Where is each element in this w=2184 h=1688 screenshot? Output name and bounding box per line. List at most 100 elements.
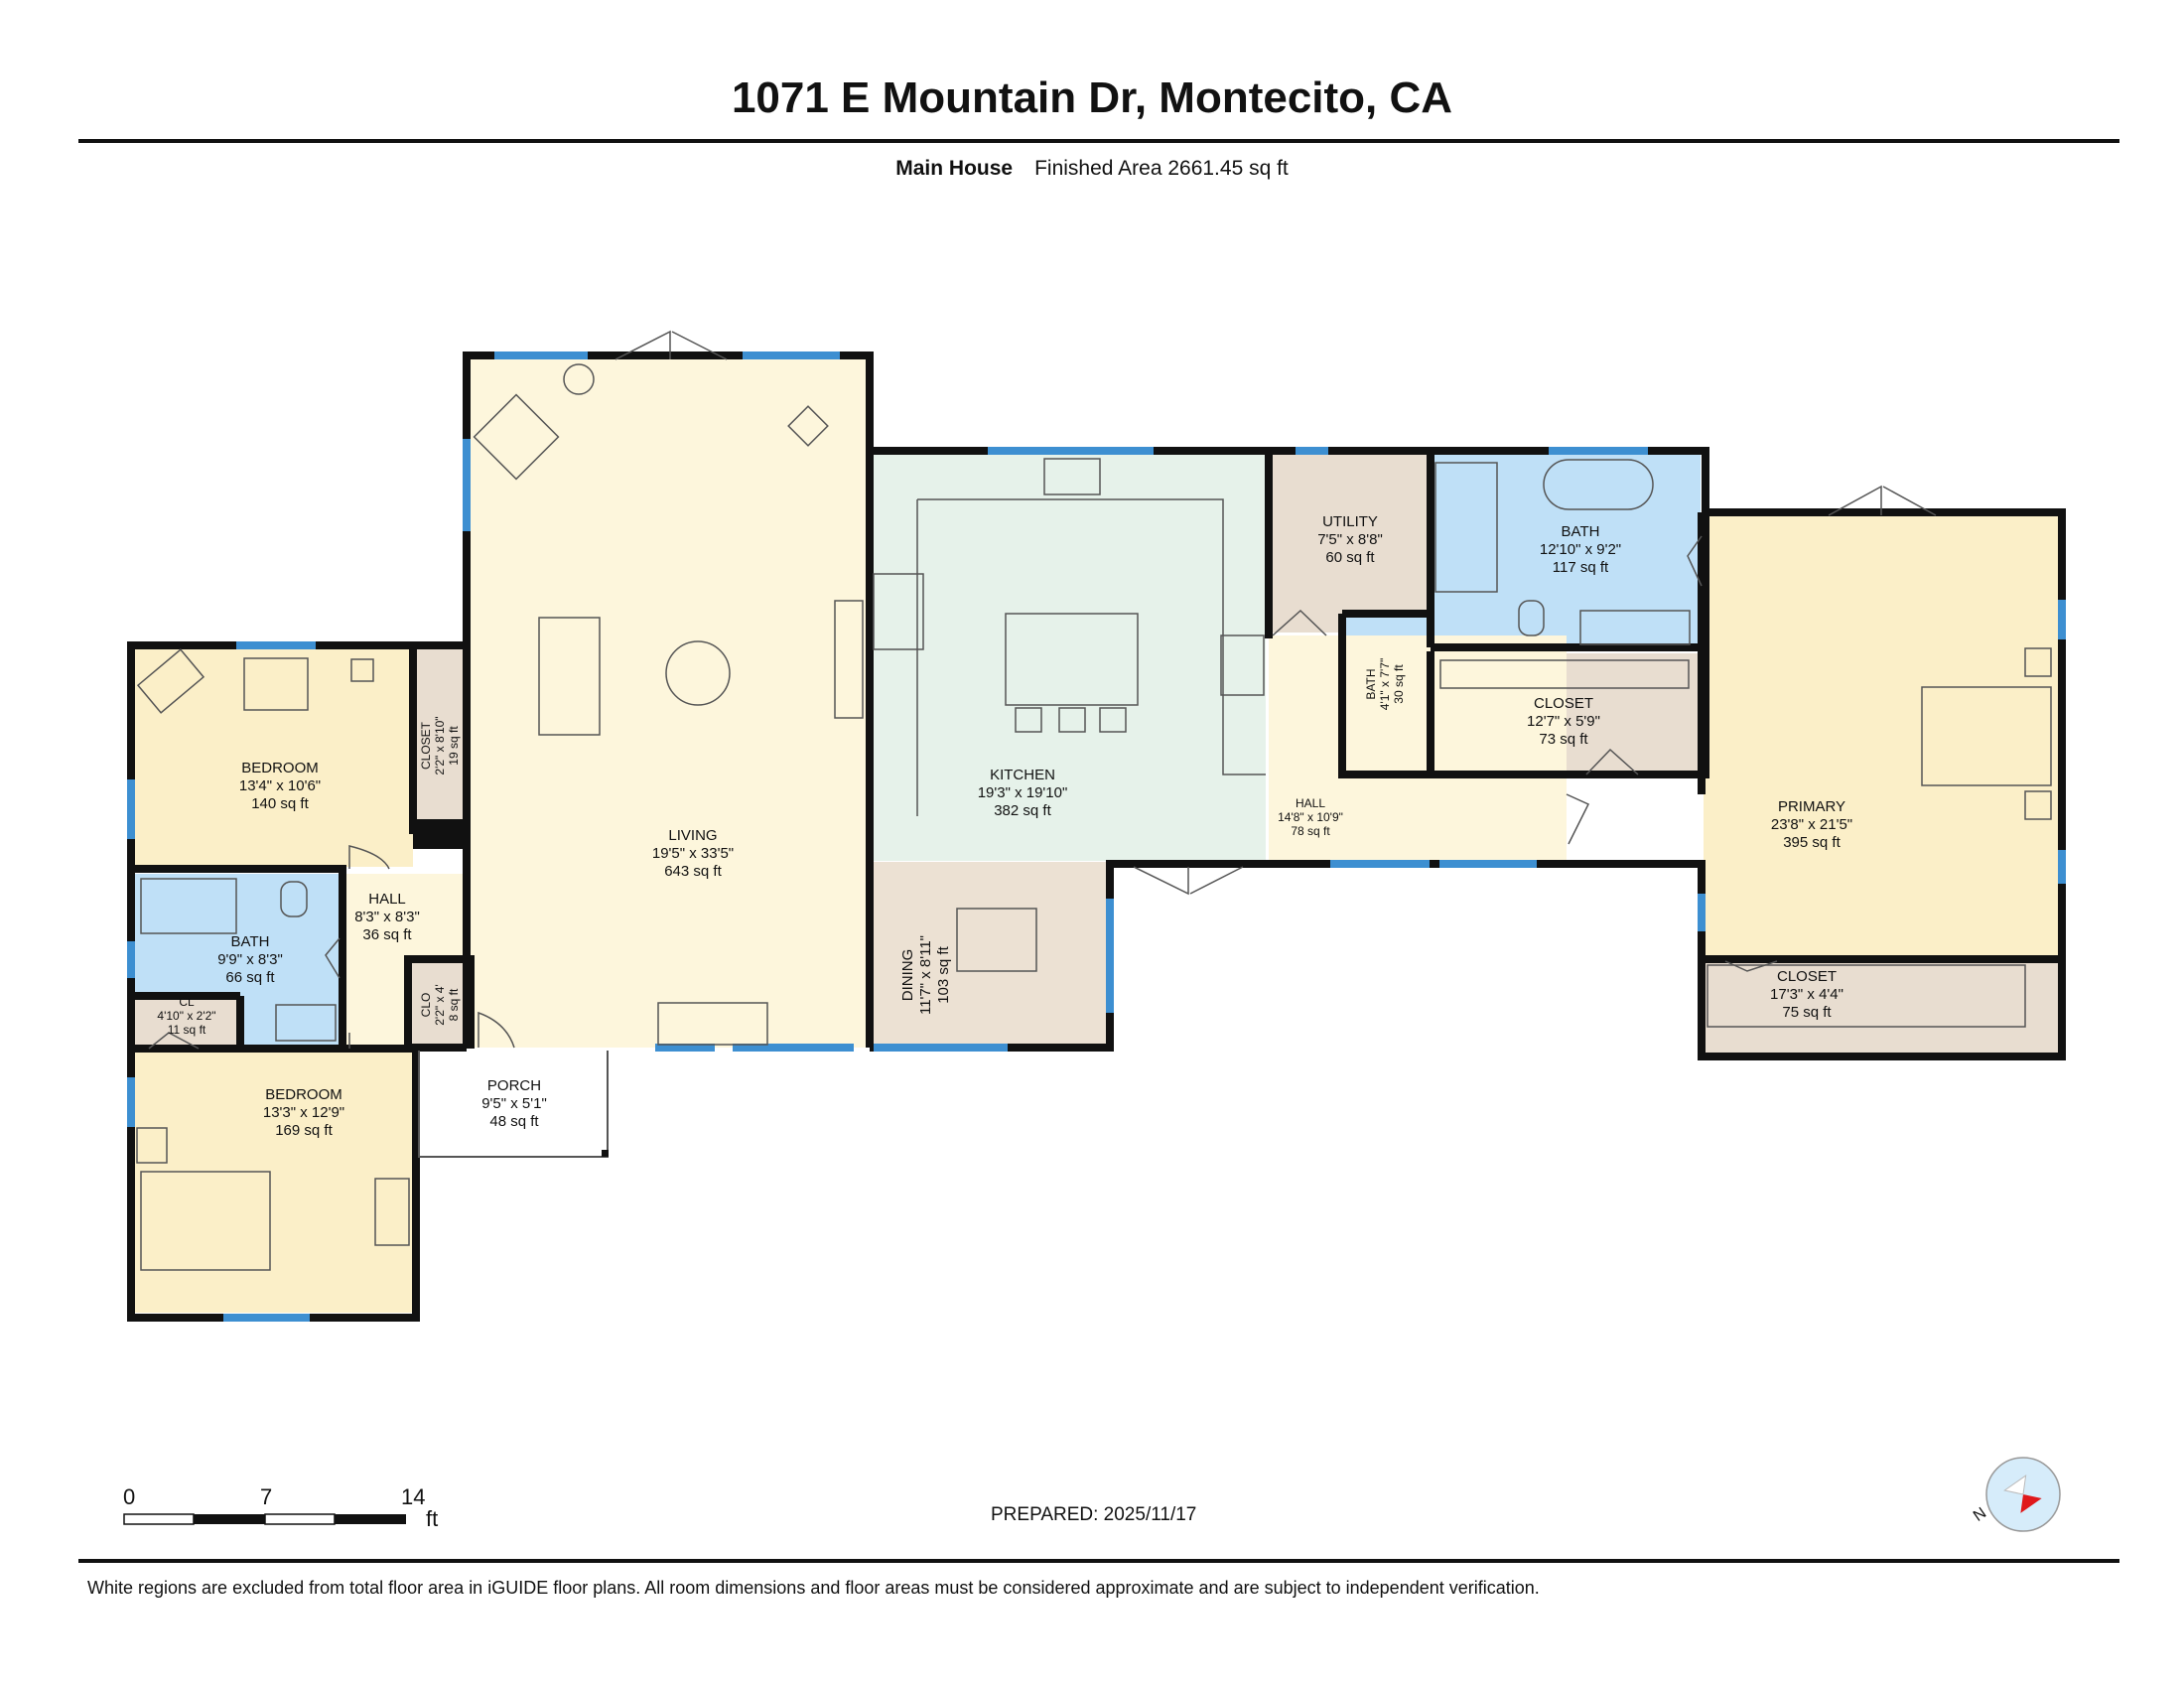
compass: N bbox=[1971, 1453, 2070, 1537]
room-label-primary: PRIMARY 23'8" x 21'5" 395 sq ft bbox=[1752, 798, 1871, 852]
room-fills bbox=[135, 359, 2061, 1313]
hall-east-fill bbox=[1269, 635, 1567, 862]
room-name: CLOSET bbox=[419, 722, 433, 771]
door-utility bbox=[1272, 609, 1327, 636]
room-label-bath-west: BATH 9'9" x 8'3" 66 sq ft bbox=[191, 933, 310, 987]
room-area: 11 sq ft bbox=[167, 1023, 206, 1037]
room-dims: 23'8" x 21'5" bbox=[1770, 816, 1853, 833]
console-icon bbox=[657, 1002, 768, 1046]
nightstand-icon bbox=[2024, 647, 2052, 677]
bed-primary-icon bbox=[1921, 686, 2052, 786]
room-label-closet-primary: CLOSET 17'3" x 4'4" 75 sq ft bbox=[1747, 968, 1866, 1022]
room-label-closet-mid: CLOSET 12'7" x 5'9" 73 sq ft bbox=[1504, 695, 1623, 749]
primary-fill bbox=[1704, 515, 2061, 956]
dining-table-icon bbox=[956, 908, 1037, 972]
door-dining-south bbox=[1133, 866, 1244, 896]
fireplace-icon bbox=[834, 600, 864, 719]
room-area: 66 sq ft bbox=[225, 969, 275, 986]
room-dims: 9'9" x 8'3" bbox=[217, 951, 283, 968]
room-name: CLOSET bbox=[1533, 695, 1593, 712]
room-label-bedroom2: BEDROOM 13'3" x 12'9" 169 sq ft bbox=[244, 1086, 363, 1140]
closet-rail-icon bbox=[1439, 659, 1690, 689]
room-name: CL bbox=[179, 995, 195, 1009]
room-name: PORCH bbox=[486, 1077, 542, 1094]
porch-post bbox=[602, 1150, 609, 1157]
door-living-north bbox=[614, 330, 728, 360]
room-name: CLO bbox=[419, 992, 433, 1018]
stool-icon bbox=[1015, 707, 1042, 733]
room-area: 103 sq ft bbox=[935, 946, 952, 1004]
room-dims: 14'8" x 10'9" bbox=[1278, 810, 1343, 824]
room-dims: 13'3" x 12'9" bbox=[262, 1104, 345, 1121]
dining-fill bbox=[871, 862, 1109, 1046]
nightstand-icon bbox=[136, 1127, 168, 1164]
room-dims: 7'5" x 8'8" bbox=[1317, 531, 1383, 548]
disclaimer: White regions are excluded from total fl… bbox=[87, 1578, 1540, 1598]
room-dims: 8'3" x 8'3" bbox=[354, 909, 420, 925]
island-icon bbox=[1005, 613, 1139, 706]
room-area: 73 sq ft bbox=[1539, 731, 1588, 748]
room-label-clo: CLO 2'2" x 4' 8 sq ft bbox=[419, 950, 461, 1059]
tub-icon bbox=[140, 878, 237, 934]
room-area: 78 sq ft bbox=[1291, 824, 1330, 838]
room-dims: 2'2" x 4' bbox=[433, 984, 447, 1026]
vanity-icon bbox=[275, 1004, 337, 1042]
desk-icon bbox=[136, 648, 205, 714]
dresser-icon bbox=[374, 1178, 410, 1246]
side-table-icon bbox=[787, 405, 829, 447]
coffee-table-icon bbox=[665, 640, 731, 706]
room-name: UTILITY bbox=[1322, 513, 1378, 530]
closet-primary-walls bbox=[1698, 959, 2066, 1060]
room-area: 8 sq ft bbox=[447, 988, 461, 1022]
bedroom1-fill bbox=[135, 648, 413, 867]
door-closet-mid bbox=[1585, 748, 1639, 775]
room-dims: 12'7" x 5'9" bbox=[1527, 713, 1600, 730]
room-name: BATH bbox=[230, 933, 270, 950]
fixtures bbox=[136, 363, 2052, 1271]
room-area: 75 sq ft bbox=[1782, 1004, 1832, 1021]
footer-divider bbox=[78, 1559, 2119, 1563]
scale-tick-label: 0 bbox=[123, 1484, 136, 1509]
room-name: KITCHEN bbox=[990, 767, 1055, 783]
sofa-icon bbox=[538, 617, 601, 736]
windows bbox=[127, 352, 2066, 1322]
room-area: 117 sq ft bbox=[1552, 559, 1609, 576]
room-name: BATH bbox=[1561, 523, 1600, 540]
room-name: HALL bbox=[368, 891, 406, 908]
tub-icon bbox=[1543, 459, 1654, 510]
room-area: 60 sq ft bbox=[1325, 549, 1375, 566]
side-table-icon bbox=[350, 658, 374, 682]
room-label-utility: UTILITY 7'5" x 8'8" 60 sq ft bbox=[1291, 513, 1410, 567]
armchair-icon bbox=[473, 393, 560, 481]
room-label-bath-primary: BATH 12'10" x 9'2" 117 sq ft bbox=[1521, 523, 1640, 577]
bath-small-walls bbox=[1338, 614, 1431, 778]
room-dims: 17'3" x 4'4" bbox=[1770, 986, 1843, 1003]
room-dims: 11'7" x 8'11" bbox=[917, 934, 934, 1016]
porch-outline bbox=[418, 1051, 609, 1158]
closet-rail-icon bbox=[1706, 964, 2026, 1028]
room-area: 48 sq ft bbox=[489, 1113, 539, 1130]
room-area: 30 sq ft bbox=[1392, 664, 1406, 704]
primary-walls bbox=[1567, 508, 2066, 963]
room-area: 36 sq ft bbox=[362, 926, 412, 943]
living-fill bbox=[467, 359, 869, 1048]
room-label-bath-small: BATH 4'1" x 7'7" 30 sq ft bbox=[1364, 630, 1406, 739]
room-dims: 2'2" x 8'10" bbox=[433, 716, 447, 775]
prepared-date: PREPARED: 2025/11/17 bbox=[991, 1504, 1197, 1525]
living-walls bbox=[463, 352, 874, 1048]
toilet-icon bbox=[280, 881, 308, 917]
cl-small-fill bbox=[135, 996, 238, 1046]
room-name: CLOSET bbox=[1776, 968, 1837, 985]
shower-icon bbox=[1434, 462, 1498, 593]
header-divider bbox=[78, 139, 2119, 143]
bedroom2-fill bbox=[135, 1050, 414, 1313]
room-name: BEDROOM bbox=[241, 760, 319, 776]
vanity-icon bbox=[1579, 610, 1691, 645]
room-dims: 4'1" x 7'7" bbox=[1378, 657, 1392, 711]
counter-outline bbox=[917, 498, 1266, 775]
scale-tick-label: 7 bbox=[260, 1484, 273, 1509]
west-wing-walls bbox=[127, 869, 467, 1322]
room-dims: 19'5" x 33'5" bbox=[651, 845, 735, 862]
